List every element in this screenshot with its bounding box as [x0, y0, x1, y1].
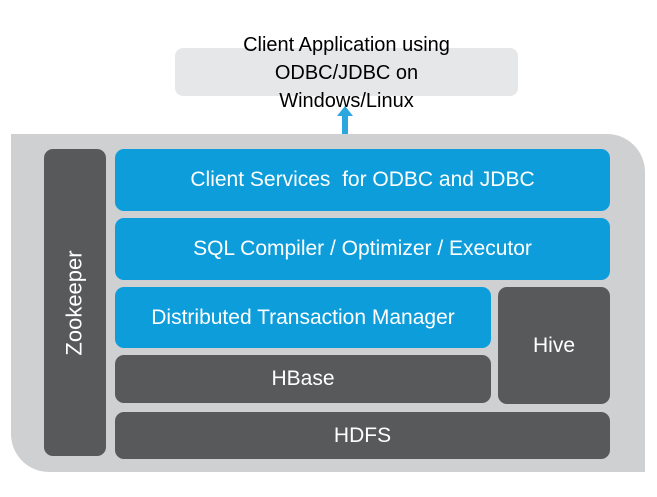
layer-sql-compiler: SQL Compiler / Optimizer / Executor: [115, 218, 610, 280]
client-services-label: Client Services for ODBC and JDBC: [190, 168, 535, 191]
zookeeper-label: Zookeeper: [62, 249, 87, 356]
client-application-label: Client Application using ODBC/JDBC on Wi…: [243, 34, 450, 112]
zookeeper-bar: Zookeeper: [44, 149, 106, 456]
hive-box: Hive: [498, 287, 610, 404]
layer-client-services: Client Services for ODBC and JDBC: [115, 149, 610, 211]
distributed-transaction-manager-label: Distributed Transaction Manager: [151, 305, 455, 329]
hdfs-label: HDFS: [333, 423, 392, 447]
sql-compiler-label: SQL Compiler / Optimizer / Executor: [193, 237, 532, 260]
hbase-label: HBase: [271, 367, 335, 390]
hdfs-box: HDFS: [115, 412, 610, 459]
hbase-box: HBase: [115, 355, 491, 403]
client-application-box: [175, 48, 518, 96]
hive-label: Hive: [532, 333, 575, 357]
layer-distributed-transaction-manager: Distributed Transaction Manager: [115, 287, 491, 348]
